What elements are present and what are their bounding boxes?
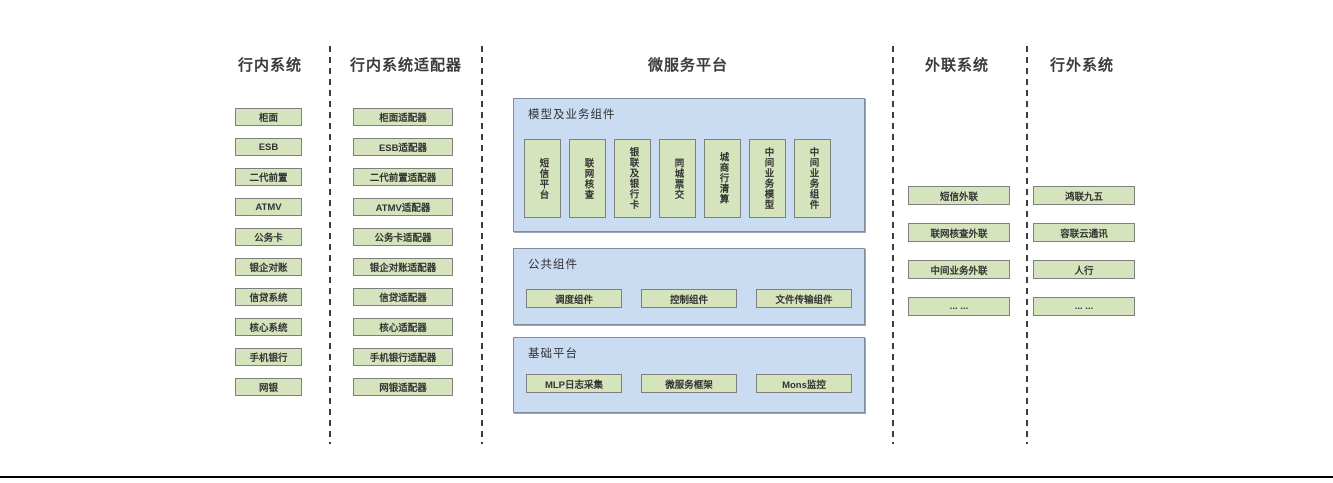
column-separator xyxy=(329,46,331,444)
panel-label: 公共组件 xyxy=(528,259,578,271)
component-box-vertical: 中间业务模型 xyxy=(749,139,786,218)
system-box: ATMV xyxy=(235,198,302,216)
system-box: 柜面 xyxy=(235,108,302,126)
base-platform-list: MLP日志采集微服务框架 Mons监控 xyxy=(526,374,852,393)
component-box-vertical: 中间业务组件 xyxy=(794,139,831,218)
component-box-vertical: 联网核查 xyxy=(569,139,606,218)
component-box: MLP日志采集 xyxy=(526,374,622,393)
model-business-components-panel: 模型及业务组件 短信平台联网核查银联及银行卡同城票交城商行清算中间业务模型中间业… xyxy=(513,98,865,232)
column-separator xyxy=(481,46,483,444)
outside-systems-list: 鸿联九五容联云通讯人行 ... ... xyxy=(1033,186,1135,316)
bottom-divider xyxy=(0,476,1333,478)
component-box-vertical: 同城票交 xyxy=(659,139,696,218)
column-separator xyxy=(1026,46,1028,444)
adapter-box: 信贷适配器 xyxy=(353,288,453,306)
adapter-box: 公务卡适配器 xyxy=(353,228,453,246)
system-box: ... ... xyxy=(1033,297,1135,316)
external-link-systems-list: 短信外联联网核查外联中间业务外联 ... ... xyxy=(908,186,1010,316)
system-box: 手机银行 xyxy=(235,348,302,366)
system-box: 网银 xyxy=(235,378,302,396)
component-box-vertical: 银联及银行卡 xyxy=(614,139,651,218)
adapter-box: 网银适配器 xyxy=(353,378,453,396)
adapter-box: 手机银行适配器 xyxy=(353,348,453,366)
adapter-box: 二代前置适配器 xyxy=(353,168,453,186)
adapter-box: 核心适配器 xyxy=(353,318,453,336)
system-box: 人行 xyxy=(1033,260,1135,279)
system-box: 银企对账 xyxy=(235,258,302,276)
system-box: 鸿联九五 xyxy=(1033,186,1135,205)
component-box: 调度组件 xyxy=(526,289,622,308)
component-box: Mons监控 xyxy=(756,374,852,393)
system-box: 核心系统 xyxy=(235,318,302,336)
component-box: 微服务框架 xyxy=(641,374,737,393)
system-box: 联网核查外联 xyxy=(908,223,1010,242)
system-box: 容联云通讯 xyxy=(1033,223,1135,242)
common-components-list: 调度组件控制组件文件传输组件 xyxy=(526,289,852,308)
system-box: 二代前置 xyxy=(235,168,302,186)
internal-systems-list: 柜面 ESB 二代前置 ATMV 公务卡银企对账信贷系统核心系统手机银行网银 xyxy=(235,108,302,396)
panel-label: 基础平台 xyxy=(528,348,578,360)
common-components-panel: 公共组件 调度组件控制组件文件传输组件 xyxy=(513,248,865,325)
system-box: ... ... xyxy=(908,297,1010,316)
system-box: 中间业务外联 xyxy=(908,260,1010,279)
system-box: 信贷系统 xyxy=(235,288,302,306)
system-box: ESB xyxy=(235,138,302,156)
model-components-list: 短信平台联网核查银联及银行卡同城票交城商行清算中间业务模型中间业务组件 xyxy=(524,139,831,218)
column-separator xyxy=(892,46,894,444)
adapter-box: 柜面适配器 xyxy=(353,108,453,126)
column-header-microservice-platform: 微服务平台 xyxy=(647,57,729,74)
column-header-external-link-systems: 外联系统 xyxy=(924,57,990,74)
adapter-box: ESB适配器 xyxy=(353,138,453,156)
component-box: 控制组件 xyxy=(641,289,737,308)
system-box: 公务卡 xyxy=(235,228,302,246)
component-box-vertical: 城商行清算 xyxy=(704,139,741,218)
internal-adapters-list: 柜面适配器 ESB适配器二代前置适配器 ATMV适配器公务卡适配器银企对账适配器信贷… xyxy=(353,108,453,396)
column-header-internal-adapters: 行内系统适配器 xyxy=(349,57,463,74)
component-box-vertical: 短信平台 xyxy=(524,139,561,218)
column-header-outside-systems: 行外系统 xyxy=(1049,57,1115,74)
column-header-internal-systems: 行内系统 xyxy=(237,57,303,74)
panel-label: 模型及业务组件 xyxy=(528,109,616,121)
adapter-box: 银企对账适配器 xyxy=(353,258,453,276)
base-platform-panel: 基础平台 MLP日志采集微服务框架 Mons监控 xyxy=(513,337,865,413)
system-box: 短信外联 xyxy=(908,186,1010,205)
component-box: 文件传输组件 xyxy=(756,289,852,308)
adapter-box: ATMV适配器 xyxy=(353,198,453,216)
